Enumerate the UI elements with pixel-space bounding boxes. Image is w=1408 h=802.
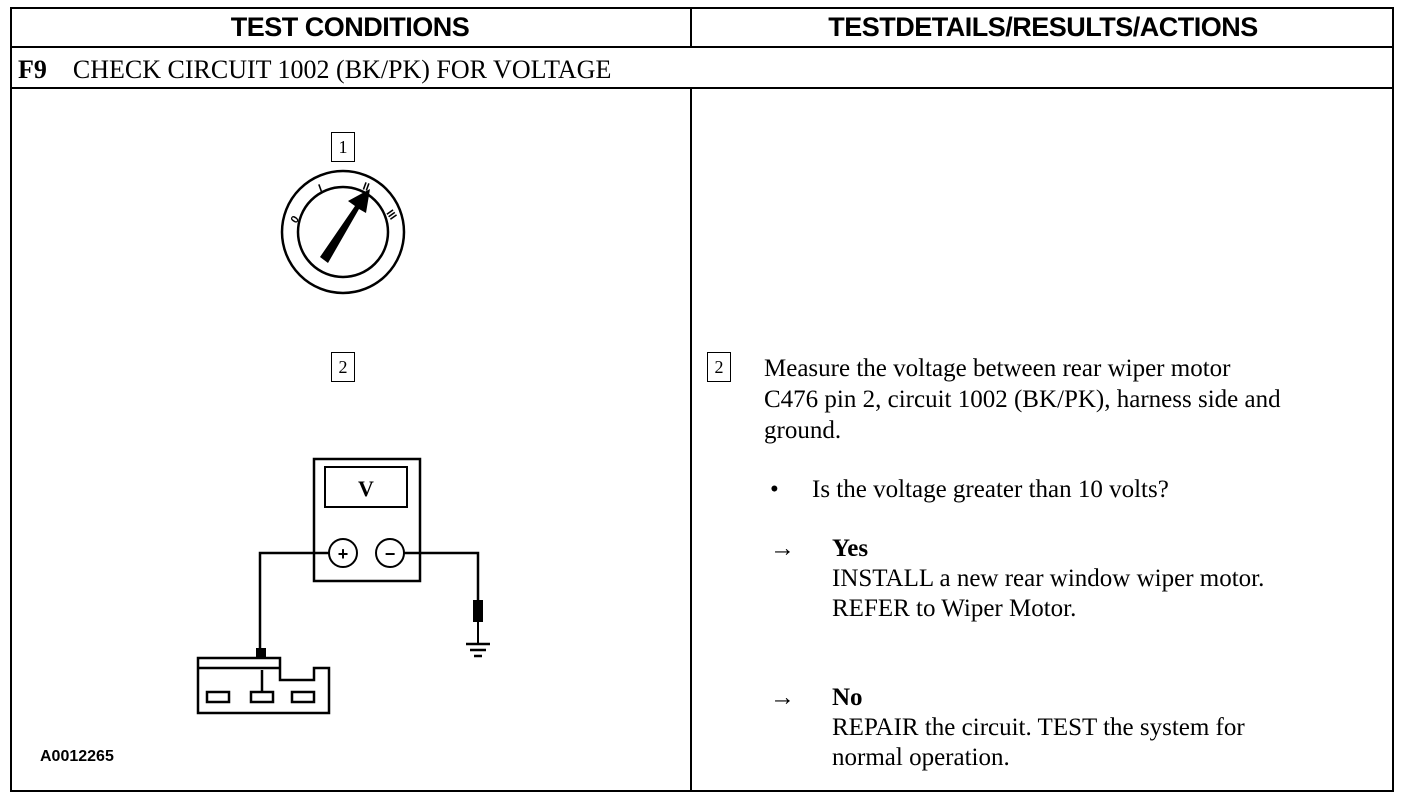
meter-label: V — [358, 476, 374, 501]
step-id: F9 — [18, 55, 47, 84]
switch-pos-1: I — [317, 182, 324, 194]
callout-2-left: 2 — [331, 352, 355, 382]
procedure-table — [10, 7, 1394, 792]
yes-line-2: REFER to Wiper Motor. — [832, 595, 1077, 622]
instruction-line-3: ground. — [764, 417, 842, 444]
bullet-icon: • — [770, 476, 779, 503]
meter-minus: − — [385, 544, 396, 564]
no-line-2: normal operation. — [832, 744, 1010, 771]
body-column-divider — [690, 87, 692, 792]
arrow-yes-icon: → — [770, 535, 795, 562]
switch-pos-2: II — [361, 181, 371, 194]
instruction-line-2: C476 pin 2, circuit 1002 (BK/PK), harnes… — [764, 386, 1281, 413]
ground-icon — [466, 642, 490, 658]
callout-2-right: 2 — [707, 352, 731, 382]
step-heading: F9 CHECK CIRCUIT 1002 (BK/PK) FOR VOLTAGE — [18, 53, 611, 87]
step-title: CHECK CIRCUIT 1002 (BK/PK) FOR VOLTAGE — [72, 55, 612, 84]
header-column-divider — [690, 7, 692, 47]
step-divider — [10, 87, 1394, 89]
yes-label: Yes — [832, 535, 869, 562]
switch-pos-0: 0 — [289, 214, 302, 226]
figure-id: A0012265 — [40, 748, 114, 765]
no-line-1: REPAIR the circuit. TEST the system for — [832, 714, 1245, 741]
question-text: Is the voltage greater than 10 volts? — [812, 476, 1169, 503]
header-test-conditions: TEST CONDITIONS — [230, 12, 470, 42]
header-test-details: TESTDETAILS/RESULTS/ACTIONS — [828, 12, 1258, 42]
arrow-no-icon: → — [770, 684, 795, 711]
test-leads — [258, 551, 480, 650]
instruction-line-1: Measure the voltage between rear wiper m… — [764, 355, 1231, 382]
voltmeter-icon: V + − — [312, 457, 422, 583]
no-label: No — [832, 684, 863, 711]
ignition-switch-icon: 0 I II III — [280, 169, 406, 295]
yes-line-1: INSTALL a new rear window wiper motor. — [832, 565, 1265, 592]
meter-plus: + — [338, 544, 349, 564]
header-divider — [10, 46, 1394, 48]
connector-c476-icon — [196, 656, 331, 715]
callout-1: 1 — [331, 132, 355, 162]
